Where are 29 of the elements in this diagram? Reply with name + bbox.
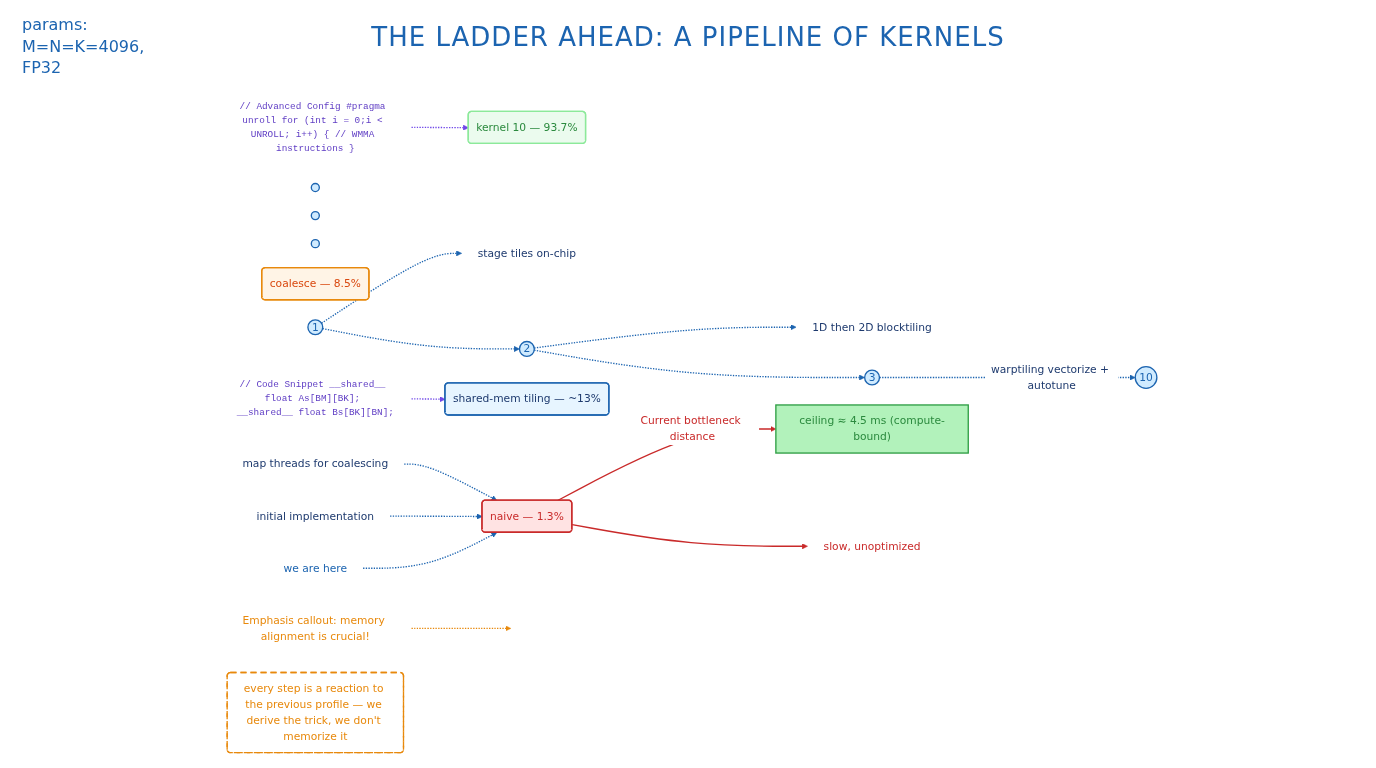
arrow xyxy=(403,463,498,501)
node-text: // Advanced Config #pragma unroll for (int i = 0;i < UNROLL; i++) { // WMMA instructions } xyxy=(239,100,386,154)
edge-label: warptiling vectorize + autotune xyxy=(991,362,1110,392)
arrow xyxy=(410,625,512,632)
node-text: stage tiles on-chip xyxy=(477,246,577,260)
node-box: ceiling ≈ 4.5 ms (compute-bound) xyxy=(775,404,969,454)
diagram-title: THE LADDER AHEAD: A PIPELINE OF KERNELS xyxy=(370,22,1006,52)
node-text: slow, unoptimized xyxy=(823,539,921,553)
node-circle xyxy=(310,182,320,193)
node-circle: 1 xyxy=(307,319,324,336)
arrow xyxy=(410,124,469,131)
node-text: map threads for coalescing xyxy=(242,457,389,471)
arrow xyxy=(533,324,797,349)
node-text: initial implementation xyxy=(256,509,375,523)
arrow xyxy=(321,327,520,352)
node-text: Emphasis callout: memory alignment is crucial! xyxy=(242,613,385,643)
arrow xyxy=(320,250,462,324)
node-text: 1D then 2D blocktiling xyxy=(812,320,932,334)
node-text: // Code Snippet __shared__ float As[BM][BK]; __shared__ float Bs[BK][BN]; xyxy=(236,379,394,418)
node-circle: 2 xyxy=(518,340,535,358)
arrow xyxy=(571,524,808,550)
node-circle: 3 xyxy=(864,369,881,386)
node-circle xyxy=(310,238,320,249)
node-circle xyxy=(310,210,320,221)
note-text: params: M=N=K=4096, FP32 xyxy=(22,14,146,79)
node-text: we are here xyxy=(283,561,348,575)
arrow xyxy=(362,532,498,569)
edge-label: Current bottleneck distance xyxy=(640,414,741,444)
node-circle: 10 xyxy=(1134,366,1158,389)
